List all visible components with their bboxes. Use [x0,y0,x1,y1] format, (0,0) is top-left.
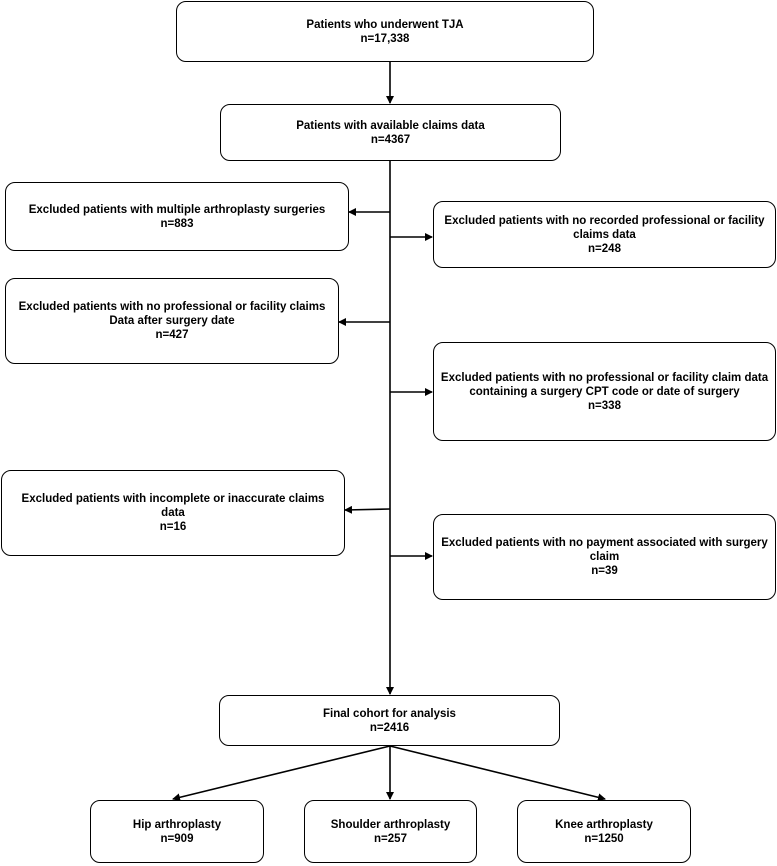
box-count: n=909 [160,832,194,845]
box-line: Excluded patients with no payment associ… [441,537,768,549]
box-line: claim [589,551,620,563]
box-excluded-no-recorded-claims: Excluded patients with no recorded profe… [433,201,776,268]
box-line: Hip arthroplasty [132,818,222,831]
box-line: Shoulder arthroplasty [330,818,451,831]
box-count: n=4367 [370,133,411,146]
box-count: n=427 [155,329,189,341]
box-line: data [161,507,185,519]
box-count: n=883 [160,217,194,230]
box-excluded-no-payment: Excluded patients with no payment associ… [433,514,776,600]
box-knee-arthroplasty: Knee arthroplasty n=1250 [517,800,691,863]
arrow-final-to-hip [172,745,391,802]
box-line: Data after surgery date [109,315,235,327]
box-patients-tja: Patients who underwent TJA n=17,338 [176,1,594,62]
arrow-final-to-knee [389,745,606,802]
box-line: Excluded patients with incomplete or ina… [21,493,325,505]
box-hip-arthroplasty: Hip arthroplasty n=909 [90,800,264,863]
box-excluded-no-claims-after-surgery: Excluded patients with no professional o… [5,278,339,364]
box-count: n=248 [588,242,621,255]
box-count: n=16 [159,521,187,533]
box-line: Excluded patients with multiple arthropl… [28,203,326,216]
box-shoulder-arthroplasty: Shoulder arthroplasty n=257 [304,800,477,863]
box-count: n=39 [591,565,618,577]
box-count: n=257 [374,832,407,845]
box-available-claims: Patients with available claims data n=43… [220,104,561,161]
box-line: Excluded patients with no recorded profe… [444,214,765,227]
box-line: claims data [573,228,636,241]
box-line: Excluded patients with no professional o… [18,301,326,313]
box-line: Knee arthroplasty [555,818,653,831]
box-line: Patients who underwent TJA [306,18,464,31]
box-line: Final cohort for analysis [323,707,456,720]
arrow-to-excl-incomplete [344,505,391,514]
box-count: n=338 [588,399,621,412]
box-line: containing a surgery CPT code or date of… [469,385,740,398]
box-line: Excluded patients with no professional o… [440,371,769,384]
box-count: n=1250 [584,832,624,845]
box-count: n=2416 [369,721,410,734]
box-excluded-no-cpt-code: Excluded patients with no professional o… [433,342,776,441]
box-line: Patients with available claims data [296,119,485,132]
box-count: n=17,338 [360,32,410,45]
box-excluded-multiple-surgeries: Excluded patients with multiple arthropl… [5,182,349,251]
box-final-cohort: Final cohort for analysis n=2416 [219,695,560,746]
box-excluded-incomplete-claims: Excluded patients with incomplete or ina… [1,470,345,556]
